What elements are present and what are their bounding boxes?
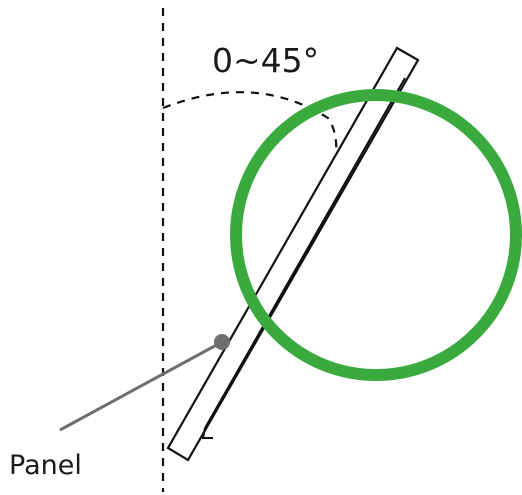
panel-label: Panel bbox=[9, 450, 82, 481]
angle-arc bbox=[162, 91, 338, 159]
panel-bottom-tab bbox=[201, 427, 213, 439]
angle-label: 0~45° bbox=[212, 41, 319, 80]
panel-outline bbox=[166, 46, 420, 462]
panel-pointer-line bbox=[59, 340, 223, 432]
panel-inner-edge bbox=[204, 77, 406, 429]
panel-pointer-dot bbox=[214, 334, 230, 350]
highlight-circle bbox=[230, 89, 522, 381]
